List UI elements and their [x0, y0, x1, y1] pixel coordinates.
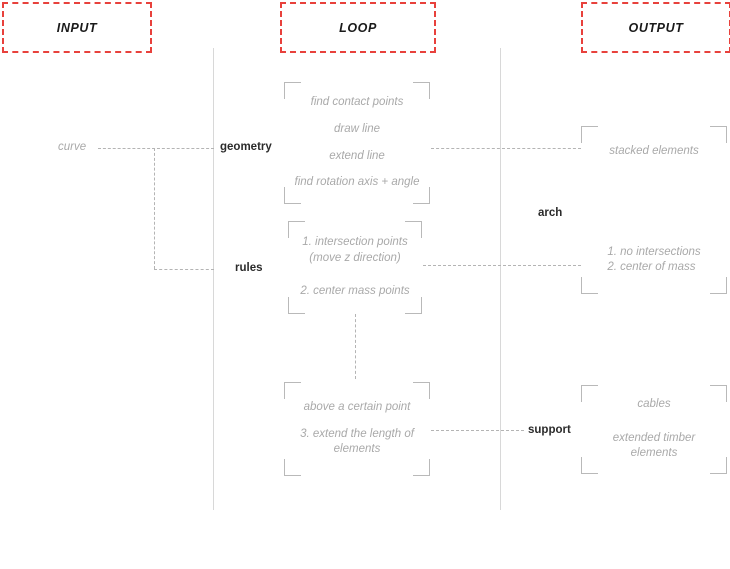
connector-curve-branch-vertical — [154, 148, 155, 269]
loop-step: draw line — [333, 122, 381, 135]
bracket-corner — [710, 277, 727, 294]
bracket-corner — [284, 82, 301, 99]
phase-label-output: OUTPUT — [628, 20, 684, 35]
bracket-corner — [405, 297, 422, 314]
bracket-corner — [710, 385, 727, 402]
bracket-corner — [405, 221, 422, 238]
bracket-corner — [284, 459, 301, 476]
phase-box-loop: LOOP — [280, 2, 436, 53]
connector-geometry-to-arch — [431, 148, 581, 149]
phase-box-output: OUTPUT — [581, 2, 730, 53]
loop-support-steps: above a certain point 3. extend the leng… — [284, 382, 430, 476]
output-arch-items: stacked elements 1. no intersections 2. … — [581, 126, 727, 294]
bracket-corner — [284, 187, 301, 204]
connector-support-to-output — [431, 430, 524, 431]
loop-step: 1. intersection points (move z direction… — [302, 236, 408, 264]
loop-support-box: above a certain point 3. extend the leng… — [284, 382, 430, 476]
loop-step: find rotation axis + angle — [294, 176, 420, 189]
phase-box-input: INPUT — [2, 2, 152, 53]
column-divider-loop-output — [500, 48, 501, 510]
connector-curve-to-rules — [154, 269, 214, 270]
connector-rules-to-support-vertical — [355, 314, 356, 379]
loop-rules-steps: 1. intersection points (move z direction… — [288, 221, 422, 314]
loop-step: 3. extend the length of elements — [300, 427, 414, 456]
node-label-support: support — [528, 424, 571, 436]
bracket-corner — [581, 457, 598, 474]
output-item: cables — [637, 398, 671, 411]
output-support-items: cables extended timber elements — [581, 385, 727, 474]
loop-step: extend line — [329, 149, 385, 162]
output-item: stacked elements — [609, 145, 699, 157]
bracket-corner — [710, 457, 727, 474]
bracket-corner — [413, 82, 430, 99]
column-divider-input-loop — [213, 48, 214, 510]
loop-step: 2. center mass points — [300, 285, 410, 298]
phase-label-input: INPUT — [56, 20, 98, 35]
bracket-corner — [581, 385, 598, 402]
output-arch-box: stacked elements 1. no intersections 2. … — [581, 126, 727, 294]
bracket-corner — [413, 382, 430, 399]
node-label-rules: rules — [235, 262, 263, 274]
loop-geometry-steps: find contact points draw line extend lin… — [284, 82, 430, 204]
bracket-corner — [581, 126, 598, 143]
bracket-corner — [288, 297, 305, 314]
loop-rules-box: 1. intersection points (move z direction… — [288, 221, 422, 314]
bracket-corner — [581, 277, 598, 294]
phase-label-loop: LOOP — [339, 20, 377, 35]
output-item: extended timber elements — [612, 431, 696, 460]
bracket-corner — [413, 459, 430, 476]
bracket-corner — [413, 187, 430, 204]
loop-step: above a certain point — [303, 401, 411, 413]
loop-geometry-box: find contact points draw line extend lin… — [284, 82, 430, 204]
output-item: 1. no intersections 2. center of mass — [607, 245, 701, 274]
output-support-box: cables extended timber elements — [581, 385, 727, 474]
connector-rules-to-arch — [423, 265, 581, 266]
node-label-geometry: geometry — [220, 141, 272, 153]
connector-curve-to-geometry — [98, 148, 214, 149]
loop-step: find contact points — [310, 96, 404, 109]
input-source-curve: curve — [58, 141, 87, 153]
bracket-corner — [288, 221, 305, 238]
bracket-corner — [284, 382, 301, 399]
node-label-arch: arch — [538, 207, 563, 219]
bracket-corner — [710, 126, 727, 143]
